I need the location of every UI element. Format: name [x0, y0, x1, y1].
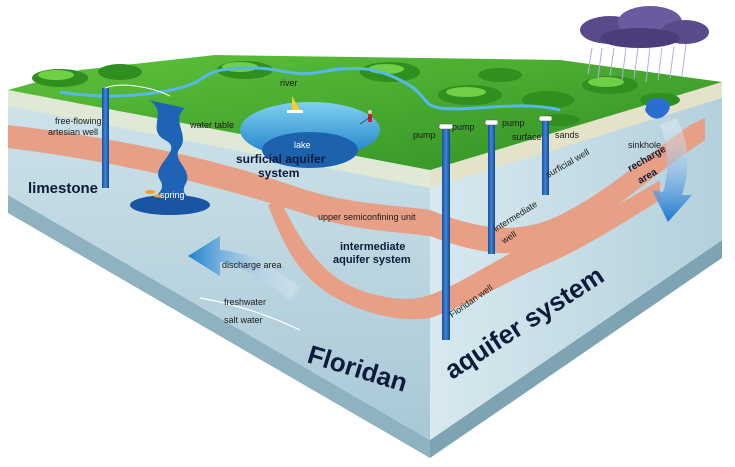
fish-icon: [145, 190, 162, 198]
discharge-arrow: [188, 236, 300, 300]
label-discharge-area: discharge area: [222, 260, 282, 270]
label-artesian-well: artesian well: [48, 127, 98, 137]
sailboat-icon: [287, 96, 303, 113]
pump-heads: [438, 115, 553, 130]
label-limestone: limestone: [28, 180, 98, 197]
surficial-well: [542, 120, 549, 195]
upper-confining-left: [8, 125, 430, 236]
right-bottom-face: [430, 240, 722, 458]
river: [59, 66, 561, 112]
label-surficial-system: system: [258, 166, 299, 180]
label-pump-3: pump: [502, 118, 525, 128]
sinkhole: [645, 98, 670, 119]
recharge-arrow: [652, 118, 692, 222]
floridan-well: [442, 128, 450, 340]
spring-pool: [130, 195, 210, 215]
label-upper-semiconfining: upper semiconfining unit: [318, 212, 416, 222]
intermediate-well: [488, 124, 495, 254]
saltwater-interface: [199, 297, 301, 331]
lake-bed: [262, 132, 358, 168]
intermediate-band-left: [268, 200, 430, 320]
label-free-flowing: free-flowing: [55, 116, 102, 126]
label-intermediate: intermediate: [340, 241, 405, 253]
label-river: river: [280, 78, 298, 88]
confining-right: [430, 118, 705, 254]
spring-conduit: [147, 100, 210, 215]
rain-cloud-icon: [580, 6, 709, 48]
label-spring: spring: [160, 190, 185, 200]
label-salt-water: salt water: [224, 315, 263, 325]
artesian-well: [102, 88, 109, 188]
label-water-table: water table: [189, 120, 234, 130]
label-surface: surface: [512, 132, 542, 142]
label-sands: sands: [555, 130, 580, 140]
label-freshwater: freshwater: [224, 297, 266, 307]
land-surface: [8, 55, 722, 170]
label-pump-1: pump: [413, 130, 436, 140]
label-lake: lake: [294, 140, 311, 150]
label-intermediate-aquifer: aquifer system: [333, 254, 411, 266]
label-pump-2: pump: [452, 122, 475, 132]
fisherman-icon: [359, 110, 373, 125]
intermediate-band-right: [430, 180, 660, 318]
label-surficial-aquifer: surficial aquifer: [236, 152, 326, 166]
rain: [587, 43, 687, 83]
label-sinkhole: sinkhole: [628, 140, 661, 150]
left-bottom-face: [8, 195, 430, 458]
artesian-flow: [104, 84, 171, 97]
